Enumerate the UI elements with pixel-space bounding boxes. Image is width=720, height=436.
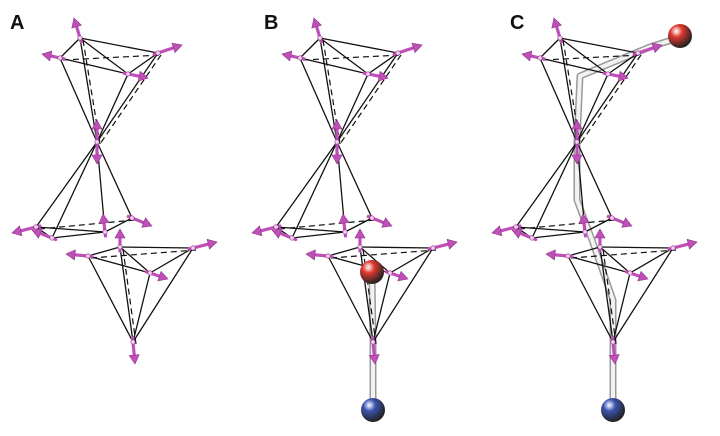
panel-label: C (510, 12, 525, 34)
red-monopole-icon (668, 24, 692, 48)
tetrahedra-edges (35, 37, 197, 345)
lattice-site (513, 224, 519, 230)
lattice-site (147, 270, 153, 276)
lattice-site (597, 244, 603, 250)
lattice-site (129, 215, 135, 221)
lattice-site (317, 35, 323, 41)
dirac-string-core (575, 36, 680, 410)
lattice-site (325, 253, 331, 259)
panel-a: A (0, 0, 240, 436)
lattice-site (102, 229, 108, 235)
lattice-site (395, 50, 401, 56)
lattice-site (370, 339, 376, 345)
lattice-site (387, 270, 393, 276)
lattice-site (609, 215, 615, 221)
lattice-site (557, 35, 563, 41)
lattice-site (565, 253, 571, 259)
lattice-site (574, 139, 580, 145)
spin-ice-lattice (491, 17, 698, 422)
lattice-site (365, 71, 371, 77)
lattice-site (273, 224, 279, 230)
lattice-site (190, 245, 196, 251)
lattice-site (334, 139, 340, 145)
lattice-site (430, 245, 436, 251)
blue-monopole-icon (361, 398, 385, 422)
lattice-site (357, 244, 363, 250)
lattice-site (125, 71, 131, 77)
lattice-site (155, 50, 161, 56)
lattice-site (610, 339, 616, 345)
spin-arrow-icon (11, 224, 42, 237)
panel-label: B (264, 12, 279, 34)
tetrahedra-edges (275, 37, 437, 345)
lattice-site (605, 71, 611, 77)
panel-b: B (240, 0, 480, 436)
lattice-site (289, 235, 295, 241)
panel-label: A (10, 12, 25, 34)
lattice-site (670, 245, 676, 251)
lattice-site (49, 235, 55, 241)
spin-ice-lattice (251, 17, 458, 422)
lattice-site (57, 55, 63, 61)
panel-c: C (480, 0, 720, 436)
red-monopole-icon (360, 260, 384, 284)
lattice-site (94, 139, 100, 145)
lattice-site (529, 235, 535, 241)
lattice-site (33, 224, 39, 230)
lattice-site (635, 50, 641, 56)
lattice-site (130, 339, 136, 345)
lattice-site (117, 244, 123, 250)
lattice-site (342, 229, 348, 235)
blue-monopole-icon (601, 398, 625, 422)
lattice-site (582, 229, 588, 235)
spin-ice-lattice (11, 17, 218, 365)
lattice-site (369, 215, 375, 221)
tetrahedra-edges (515, 37, 677, 345)
lattice-site (77, 35, 83, 41)
lattice-site (627, 270, 633, 276)
lattice-site (297, 55, 303, 61)
lattice-site (85, 253, 91, 259)
lattice-site (537, 55, 543, 61)
